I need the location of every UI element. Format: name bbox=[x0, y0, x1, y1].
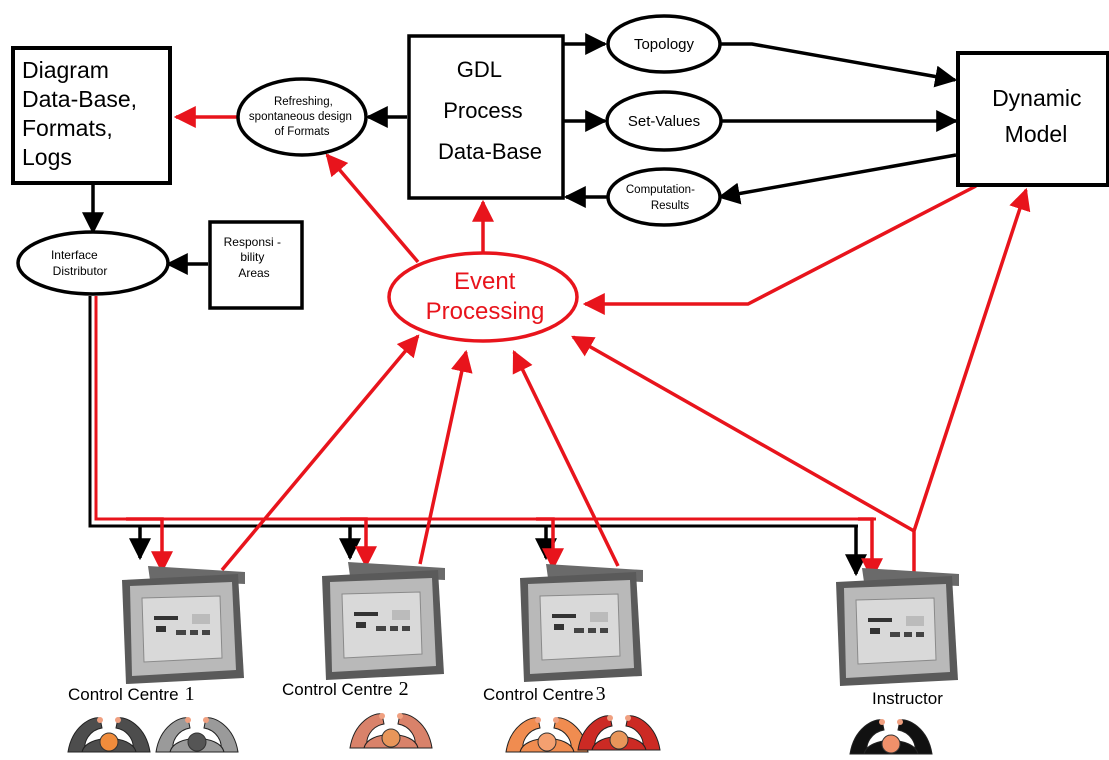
arrow-cc3-to-event bbox=[512, 350, 620, 567]
arrow-cc1-to-event bbox=[220, 334, 420, 572]
operator-figure-3 bbox=[349, 713, 433, 749]
drop-red-cc2 bbox=[340, 517, 377, 569]
event-processing-line-1: Event bbox=[454, 268, 516, 295]
set-values-label: Set-Values bbox=[628, 113, 700, 130]
responsibility-line-1: Responsi - bbox=[224, 235, 281, 249]
gdl-line-1: GDL bbox=[457, 57, 502, 82]
operator-figure-1 bbox=[67, 717, 151, 753]
svg-text:Responsi - bility: Responsi - bility Areas bbox=[224, 235, 285, 280]
topology-label: Topology bbox=[634, 36, 695, 53]
monitor-4 bbox=[836, 568, 959, 686]
computation-line-1: Computation- bbox=[626, 184, 695, 196]
operator-figure-5 bbox=[577, 715, 661, 751]
computation-line-2: Results bbox=[651, 200, 690, 212]
refreshing-line-2: spontaneous design bbox=[249, 111, 352, 123]
monitor-1 bbox=[122, 566, 245, 684]
gdl-box: GDL Process Data-Base bbox=[407, 34, 565, 200]
arrow-dynamic-model-to-computation bbox=[717, 153, 957, 205]
dynamic-model-line-1: Dynamic bbox=[992, 85, 1081, 111]
arrow-cc2-to-event bbox=[418, 349, 473, 565]
red-connectors bbox=[220, 153, 1031, 578]
refreshing-ellipse: Refreshing, spontaneous design of Format… bbox=[236, 77, 368, 157]
diagram-db-box: Diagram Data-Base, Formats, Logs bbox=[11, 46, 172, 185]
drop-red-cc1 bbox=[126, 517, 173, 574]
monitors bbox=[122, 562, 959, 686]
interface-line-1: Interface bbox=[51, 248, 98, 262]
interface-line-2: Distributor bbox=[53, 264, 108, 278]
caption-instructor: Instructor bbox=[872, 689, 943, 708]
dynamic-model-line-2: Model bbox=[1005, 121, 1068, 147]
topology-ellipse: Topology bbox=[606, 14, 722, 74]
svg-text:Computation- Results: Computation- Results bbox=[626, 184, 698, 212]
distribution-bus bbox=[88, 296, 883, 581]
computation-ellipse: Computation- Results bbox=[606, 167, 722, 227]
set-values-ellipse: Set-Values bbox=[605, 90, 723, 152]
event-processing-line-2: Processing bbox=[426, 298, 545, 325]
bus-black bbox=[88, 296, 858, 528]
responsibility-box: Responsi - bility Areas bbox=[208, 220, 304, 310]
black-connectors bbox=[82, 33, 959, 275]
diagram-db-line-2: Data-Base, bbox=[22, 86, 137, 112]
diagram-db-line-3: Formats, bbox=[22, 115, 113, 141]
operator-figure-6 bbox=[849, 719, 933, 755]
gdl-line-2: Process bbox=[443, 98, 522, 123]
arrow-instructor-to-event bbox=[571, 335, 915, 533]
svg-text:Event Processing: Event Processing bbox=[426, 268, 545, 325]
svg-text:Interface Distributor: Interface Distributor bbox=[51, 248, 107, 278]
arrow-dynamic-model-to-event bbox=[582, 184, 977, 315]
diagram-db-line-1: Diagram bbox=[22, 57, 109, 83]
monitor-2 bbox=[322, 562, 445, 680]
drop-red-instructor bbox=[858, 517, 883, 581]
refreshing-line-3: of Formats bbox=[275, 126, 330, 138]
responsibility-line-2: bility bbox=[240, 250, 264, 264]
arrow-event-to-refreshing bbox=[325, 153, 420, 264]
svg-text:Refreshing, spontaneous: Refreshing, spontaneous design of Format… bbox=[249, 96, 355, 138]
gdl-line-3: Data-Base bbox=[438, 139, 542, 164]
interface-ellipse: Interface Distributor bbox=[16, 230, 170, 296]
refreshing-line-1: Refreshing, bbox=[274, 96, 333, 108]
diagram-db-line-4: Logs bbox=[22, 144, 72, 170]
monitor-3 bbox=[520, 564, 643, 682]
arrow-topology-to-dynamic-model bbox=[721, 42, 958, 88]
operator-figure-4 bbox=[505, 717, 589, 753]
operator-figure-2 bbox=[155, 717, 239, 753]
bus-red bbox=[94, 296, 876, 521]
arrow-instructor-to-dynamic-model bbox=[912, 187, 1031, 578]
responsibility-line-3: Areas bbox=[238, 266, 269, 280]
drop-red-cc3 bbox=[536, 517, 564, 571]
operators bbox=[67, 713, 933, 755]
svg-text:Dynamic Model: Dynamic Model bbox=[992, 85, 1088, 147]
dynamic-model-box: Dynamic Model bbox=[956, 51, 1109, 187]
event-processing-ellipse: Event Processing bbox=[387, 251, 579, 343]
svg-text:GDL Process Data-B: GDL Process Data-Base bbox=[438, 57, 542, 164]
svg-text:Diagram Data-Base,: Diagram Data-Base, Formats, Logs bbox=[22, 57, 143, 170]
